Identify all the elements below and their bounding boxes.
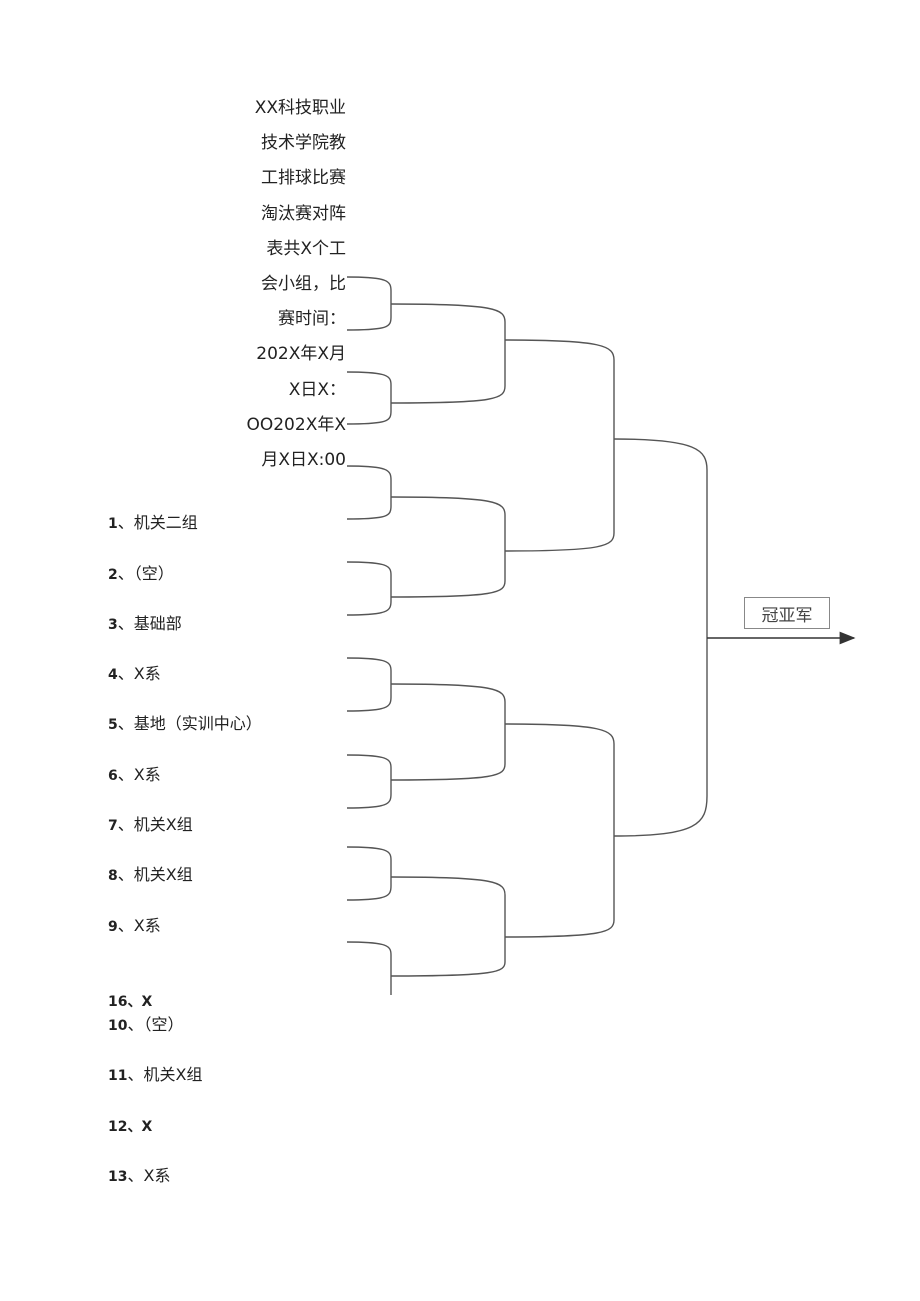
team-name: 、X <box>127 1119 153 1135</box>
bracket-match-line <box>390 496 506 598</box>
team-name: 、X系 <box>117 916 161 935</box>
title-line: 会小组，比 <box>261 274 346 294</box>
team-entry: 5、基地（实训中心） <box>108 714 262 735</box>
bracket-match-line <box>346 465 392 520</box>
team-entry: 1、机关二组 <box>108 513 198 534</box>
bracket-match-line <box>346 561 392 616</box>
bracket-match-line <box>390 303 506 404</box>
bracket-match-line <box>390 876 506 977</box>
champion-label: 冠亚军 <box>761 605 813 626</box>
team-entry: 8、机关X组 <box>108 865 193 886</box>
team-entry: 6、X系 <box>108 765 161 786</box>
team-name: 、X系 <box>127 1166 171 1185</box>
title-line: X日X： <box>288 380 346 400</box>
team-name: 、（空） <box>117 564 174 583</box>
bracket-match-line <box>346 657 392 712</box>
team-number: 11 <box>108 1068 128 1084</box>
title-line: 赛时间： <box>278 309 346 329</box>
team-entry: 3、基础部 <box>108 614 182 635</box>
team-number: 3 <box>108 617 118 633</box>
team-entry: 16、X <box>108 991 152 1012</box>
team-name: 、机关X组 <box>117 865 193 884</box>
title-line: XX科技职业 <box>254 98 346 118</box>
bracket-match-line <box>346 941 392 995</box>
team-name: 、机关二组 <box>117 513 198 532</box>
champion-label-box: 冠亚军 <box>744 597 830 629</box>
title-line: 工排球比赛 <box>261 168 346 188</box>
title-line: OO202X年X <box>246 415 346 435</box>
team-entry: 2、（空） <box>108 564 174 585</box>
team-name: 、X系 <box>117 765 161 784</box>
team-name: 、X系 <box>117 664 161 683</box>
team-entry: 4、X系 <box>108 664 161 685</box>
team-number: 6 <box>108 768 118 784</box>
team-number: 9 <box>108 919 118 935</box>
bracket-match-line <box>346 754 392 809</box>
team-entry: 12、X <box>108 1116 152 1137</box>
team-entry: 9、X系 <box>108 916 161 937</box>
team-name: 、X <box>127 994 153 1010</box>
bracket-match-line <box>613 438 708 837</box>
team-name: 、基础部 <box>117 614 182 633</box>
bracket-match-line <box>504 339 615 552</box>
team-number: 5 <box>108 717 118 733</box>
team-number: 1 <box>108 516 118 532</box>
team-number: 16 <box>108 994 128 1010</box>
title-line: 表共X个工 <box>266 239 346 259</box>
team-name: 、（空） <box>127 1015 184 1034</box>
team-number: 7 <box>108 818 118 834</box>
bracket-match-line <box>390 683 506 781</box>
bracket-match-line <box>504 723 615 938</box>
team-entry: 11、机关X组 <box>108 1065 202 1086</box>
bracket-match-line <box>346 276 392 331</box>
bracket-match-line <box>346 846 392 901</box>
title-line: 202X年X月 <box>256 344 346 364</box>
team-number: 4 <box>108 667 118 683</box>
team-number: 13 <box>108 1169 128 1185</box>
title-line: 技术学院教 <box>261 133 346 153</box>
team-number: 8 <box>108 868 118 884</box>
team-entry: 13、X系 <box>108 1166 170 1187</box>
team-entry: 7、机关X组 <box>108 815 193 836</box>
title-line: 月X日X:00 <box>261 450 346 470</box>
title-line: 淘汰赛对阵 <box>261 204 346 224</box>
team-name: 、机关X组 <box>127 1065 203 1084</box>
team-number: 2 <box>108 567 118 583</box>
team-number: 10 <box>108 1018 128 1034</box>
team-name: 、机关X组 <box>117 815 193 834</box>
team-entry: 10、（空） <box>108 1015 184 1036</box>
team-number: 12 <box>108 1119 128 1135</box>
bracket-match-line <box>346 371 392 425</box>
team-name: 、基地（实训中心） <box>117 714 262 733</box>
